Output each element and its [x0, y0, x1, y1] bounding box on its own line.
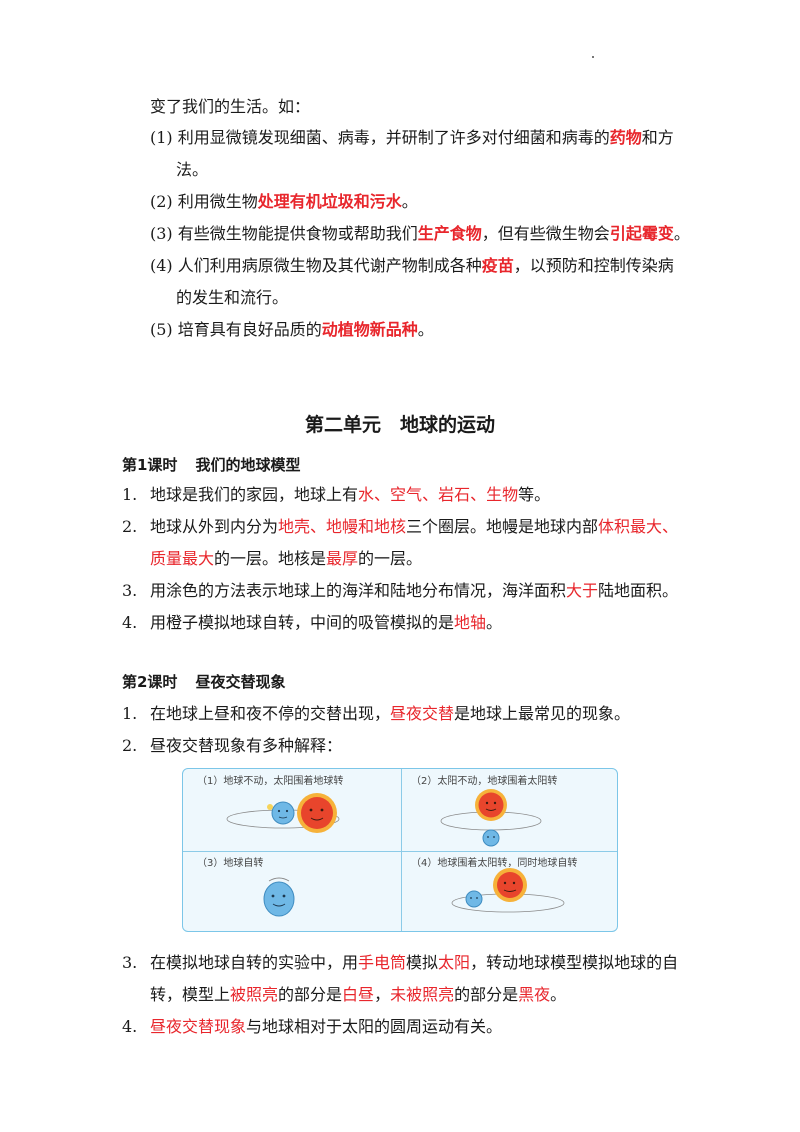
sun-icon — [297, 793, 337, 833]
list-item: 2.昼夜交替现象有多种解释： — [122, 736, 343, 755]
list-item-continued: 的发生和流行。 — [176, 288, 289, 307]
list-item: (2) 利用微生物处理有机垃圾和污水。 — [150, 192, 418, 211]
page-dot — [592, 56, 594, 58]
intro-text: 变了我们的生活。如： — [150, 97, 311, 116]
sun-icon — [475, 789, 507, 821]
figure-caption-3: （3）地球自转 — [197, 858, 264, 869]
list-item: 1.地球是我们的家园，地球上有水、空气、岩石、生物等。 — [122, 485, 551, 504]
figure-drawing — [226, 789, 565, 917]
earth-icon — [271, 801, 295, 825]
lesson-2-title: 第2课时昼夜交替现象 — [122, 673, 286, 691]
small-sun-icon — [267, 804, 273, 810]
figure-caption-2: （2）太阳不动，地球围着太阳转 — [411, 776, 558, 787]
list-item-continued: 质量最大的一层。地核是最厚的一层。 — [150, 549, 423, 568]
list-item: 3.在模拟地球自转的实验中，用手电筒模拟太阳，转动地球模型模拟地球的自 — [122, 953, 679, 972]
earth-icon — [465, 890, 483, 908]
sun-icon — [493, 868, 527, 902]
list-item-continued: 转，模型上被照亮的部分是白昼，未被照亮的部分是黑夜。 — [150, 985, 567, 1004]
day-night-figure: （1）地球不动，太阳围着地球转 （2）太阳不动，地球围着太阳转 （3）地球自转 … — [182, 768, 618, 932]
list-item: (5) 培育具有良好品质的动植物新品种。 — [150, 320, 434, 339]
figure-caption-1: （1）地球不动，太阳围着地球转 — [197, 776, 344, 787]
lesson-1-title: 第1课时我们的地球模型 — [122, 456, 301, 474]
list-item: (1) 利用显微镜发现细菌、病毒，并研制了许多对付细菌和病毒的药物和方 — [150, 128, 674, 147]
list-item-continued: 法。 — [176, 160, 209, 179]
list-item: 4.昼夜交替现象与地球相对于太阳的圆周运动有关。 — [122, 1017, 503, 1036]
list-item: 3.用涂色的方法表示地球上的海洋和陆地分布情况，海洋面积大于陆地面积。 — [122, 581, 679, 600]
figure-divider — [401, 769, 402, 931]
list-item: 1.在地球上昼和夜不停的交替出现，昼夜交替是地球上最常见的现象。 — [122, 704, 631, 723]
list-item: 4.用橙子模拟地球自转，中间的吸管模拟的是地轴。 — [122, 613, 503, 632]
figure-caption-4: （4）地球围着太阳转，同时地球自转 — [411, 858, 578, 869]
earth-icon — [263, 877, 295, 917]
list-item: 2.地球从外到内分为地壳、地幔和地核三个圈层。地幔是地球内部体积最大、 — [122, 517, 679, 536]
unit-title: 第二单元 地球的运动 — [304, 414, 495, 436]
list-item: (3) 有些微生物能提供食物或帮助我们生产食物，但有些微生物会引起霉变。 — [150, 224, 690, 243]
figure-divider — [183, 851, 617, 852]
earth-icon — [482, 829, 500, 847]
list-item: (4) 人们利用病原微生物及其代谢产物制成各种疫苗，以预防和控制传染病 — [150, 256, 674, 275]
